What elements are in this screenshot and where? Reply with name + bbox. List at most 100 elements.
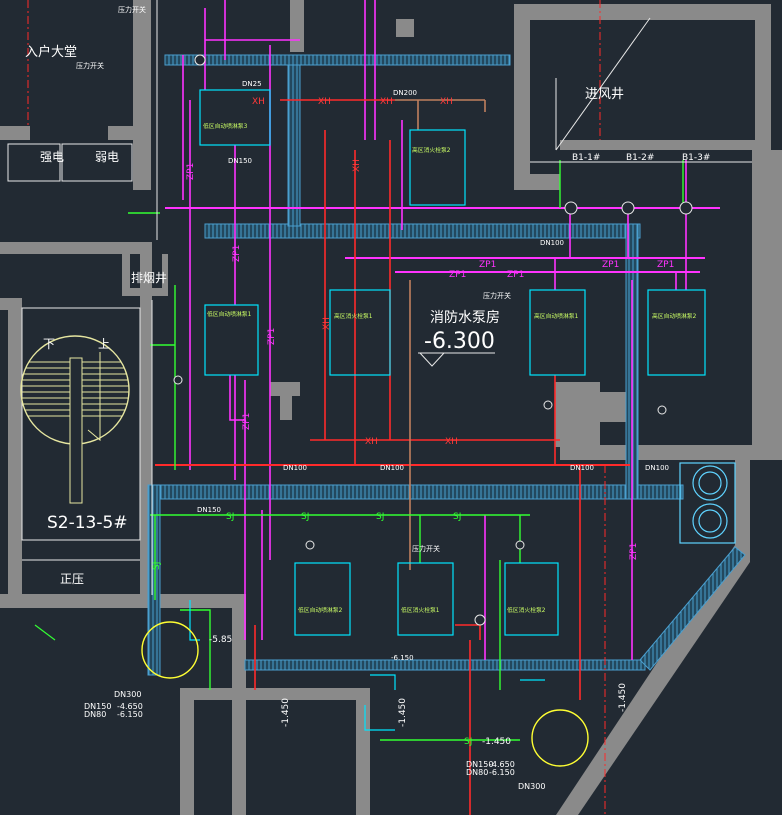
- pump-label: 高区消火栓泵2: [412, 146, 451, 154]
- sj-pipe: [34, 624, 56, 641]
- xh-pipe-label: XH: [445, 437, 458, 447]
- wall: [290, 0, 304, 52]
- elevation-marker: [418, 352, 495, 367]
- shaft-label: B1-1#: [572, 153, 600, 163]
- sump-pipe-size: DN80: [84, 710, 106, 719]
- sump-elevation: -4.650: [489, 760, 515, 769]
- pump-box[interactable]: [294, 562, 351, 636]
- valve-icon[interactable]: [657, 405, 667, 415]
- pump-box[interactable]: [409, 129, 466, 206]
- pump-box[interactable]: [529, 289, 586, 376]
- pump-box[interactable]: [199, 89, 271, 146]
- strong-electric-label: 强电: [40, 150, 64, 164]
- elevation-label: -5.85: [209, 635, 232, 645]
- wall: [162, 254, 168, 296]
- pipe-size-label: DN100: [570, 464, 594, 472]
- tank-icon[interactable]: [692, 503, 728, 539]
- pressure-switch-label: 压力开关: [118, 5, 146, 14]
- pump-box[interactable]: [204, 304, 259, 376]
- zp-pipe-label: ZP1: [242, 413, 252, 430]
- cable-tray: [244, 659, 646, 671]
- zp-labels: ZP1 ZP1 ZP1 ZP1 ZP1 ZP1 ZP1 ZP1 ZP1 ZP1: [186, 163, 674, 560]
- sump-elevation: -4.650: [117, 702, 143, 711]
- xh-labels: XH XH XH XH XH XH XH XH: [252, 97, 458, 447]
- stair: [20, 307, 141, 541]
- valve-icon[interactable]: [679, 201, 693, 215]
- zp-pipe-label: ZP1: [507, 270, 524, 280]
- tank-inner-icon: [698, 509, 722, 533]
- valve-icon[interactable]: [194, 54, 206, 66]
- stair-up-label: 上: [98, 337, 110, 351]
- pump-box[interactable]: [647, 289, 706, 376]
- pump-label: 低区自动喷淋泵3: [203, 122, 248, 130]
- outline-line: [555, 17, 651, 151]
- valve-icon[interactable]: [173, 375, 183, 385]
- drain-pipe: [370, 674, 396, 690]
- pump-label: 低区自动喷淋泵1: [207, 310, 252, 318]
- sump-pipe-size: DN150: [84, 702, 111, 711]
- wall: [0, 594, 246, 608]
- pump-box[interactable]: [504, 562, 559, 636]
- lobby-label: 入户大堂: [25, 44, 77, 60]
- pump-box[interactable]: [397, 562, 454, 636]
- elevation-label: -1.450: [398, 698, 408, 727]
- sump-pit-circle[interactable]: [531, 709, 589, 767]
- pump-box[interactable]: [329, 289, 391, 376]
- valve-icon[interactable]: [305, 540, 315, 550]
- pump-label: 高区自动喷淋泵1: [534, 312, 579, 320]
- area-labels: 入户大堂 强电 弱电 排烟井 下 上 S2-13-5# 正压 进风井 消防水泵房…: [25, 44, 624, 586]
- pipe-size-label: DN150: [197, 506, 221, 514]
- elevation-label: -6.150: [391, 654, 414, 662]
- shaft-label: B1-2#: [626, 153, 654, 163]
- elevation-notes: -1.450 -1.450 -1.450 -1.450 -5.85 -6.150: [209, 635, 628, 747]
- zp-pipe-label: ZP1: [232, 245, 242, 262]
- pump-room-elevation: -6.300: [424, 329, 495, 354]
- tank-inner-icon: [698, 471, 722, 495]
- pump-room-label: 消防水泵房: [430, 310, 500, 326]
- pipe-size-label: DN200: [393, 89, 417, 97]
- shaft-labels: B1-1# B1-2# B1-3#: [572, 153, 710, 163]
- xh-pipe-label: XH: [380, 97, 393, 107]
- stair-arrow-icon: [87, 352, 101, 442]
- pump-label: 低区消火栓泵2: [507, 606, 546, 614]
- xh-pipe-label: XH: [318, 97, 331, 107]
- pipes-layer: [22, 0, 752, 815]
- air-intake-shaft-label: 进风井: [585, 87, 624, 102]
- wall: [356, 688, 370, 815]
- wall: [0, 298, 22, 310]
- wall: [514, 4, 771, 20]
- wall: [133, 0, 151, 190]
- wall: [752, 150, 782, 450]
- wall: [0, 126, 30, 140]
- wall: [560, 445, 782, 460]
- zp-pipe-label: ZP1: [449, 270, 466, 280]
- pressurization-label: 正压: [60, 572, 84, 586]
- valve-icon[interactable]: [564, 201, 578, 215]
- tank-icon[interactable]: [692, 465, 728, 501]
- sump-pipe-size: DN300: [518, 782, 545, 791]
- pump-label: 低区自动喷淋泵2: [298, 606, 343, 614]
- pressure-tanks: [679, 462, 736, 544]
- xh-pipe-label: XH: [322, 317, 332, 330]
- pipe-size-labels: DN25 DN200 DN150 DN100 DN100 DN100 DN100…: [197, 80, 669, 514]
- sump-pit-circle[interactable]: [141, 621, 199, 679]
- xh-pipe-label: XH: [365, 437, 378, 447]
- wall: [0, 242, 152, 254]
- sj-pipe-label: SJ: [464, 737, 472, 747]
- valve-icon[interactable]: [621, 201, 635, 215]
- wall: [122, 288, 168, 296]
- sj-pipe-label: SJ: [301, 512, 309, 522]
- pipe-size-label: DN25: [242, 80, 262, 88]
- valve-icon[interactable]: [515, 540, 525, 550]
- cable-tray: [287, 61, 301, 227]
- cable-tray-layer: [147, 54, 746, 676]
- xh-pipe-label: XH: [352, 159, 362, 172]
- sj-pipe-label: SJ: [226, 512, 234, 522]
- valve-icon[interactable]: [543, 400, 553, 410]
- pipe-size-label: DN150: [228, 157, 252, 165]
- zp-pipe-label: ZP1: [267, 328, 277, 345]
- wall: [396, 19, 414, 37]
- valve-icon[interactable]: [474, 614, 486, 626]
- pipe-size-label: DN100: [645, 464, 669, 472]
